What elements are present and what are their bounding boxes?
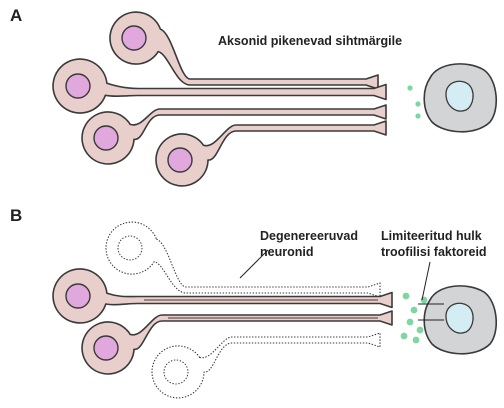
axon-growth-caption: Aksonid pikenevad sihtmärgile bbox=[218, 33, 402, 49]
neuron-nucleus bbox=[66, 74, 90, 98]
trophic-pointer-line bbox=[422, 262, 430, 300]
trophic-factor-dot bbox=[407, 85, 412, 90]
neuron-nucleus bbox=[122, 26, 146, 50]
trophic-factor-dot bbox=[421, 297, 428, 304]
neuron-nucleus bbox=[94, 336, 118, 360]
target-cell-nucleus bbox=[446, 303, 473, 333]
trophic-factor-dot bbox=[413, 337, 420, 344]
degenerating-nucleus bbox=[164, 360, 188, 384]
neuron-nucleus bbox=[168, 148, 192, 172]
trophic-factor-label: Limiteeritud hulk troofilisi faktoreid bbox=[381, 228, 487, 260]
neuron-nucleus bbox=[94, 126, 118, 150]
neuron-body bbox=[110, 12, 378, 89]
trophic-factor-dot bbox=[401, 333, 408, 340]
trophic-factor-dot bbox=[415, 113, 420, 118]
neuron-body bbox=[53, 59, 386, 113]
panel-label-b: B bbox=[10, 206, 22, 226]
trophic-factor-dot bbox=[415, 101, 420, 106]
trophic-factor-dot bbox=[411, 307, 418, 314]
degenerating-nucleus bbox=[118, 236, 142, 260]
trophic-label-line-1: Limiteeritud hulk bbox=[381, 228, 487, 244]
neuron-nucleus bbox=[66, 284, 90, 308]
trophic-factor-dot bbox=[417, 327, 424, 334]
trophic-factor-dot bbox=[407, 319, 414, 326]
target-cell-nucleus bbox=[446, 81, 473, 111]
neuron-body bbox=[82, 105, 386, 164]
degenerating-neurons-label: Degenereeruvad neuronid bbox=[260, 228, 358, 260]
degenerating-label-line-1: Degenereeruvad bbox=[260, 228, 358, 244]
degenerating-label-line-2: neuronid bbox=[260, 244, 358, 260]
trophic-label-line-2: troofilisi faktoreid bbox=[381, 244, 487, 260]
trophic-factor-dot bbox=[403, 293, 410, 300]
degenerating-neuron-body bbox=[152, 333, 380, 398]
panel-label-a: A bbox=[10, 6, 22, 26]
